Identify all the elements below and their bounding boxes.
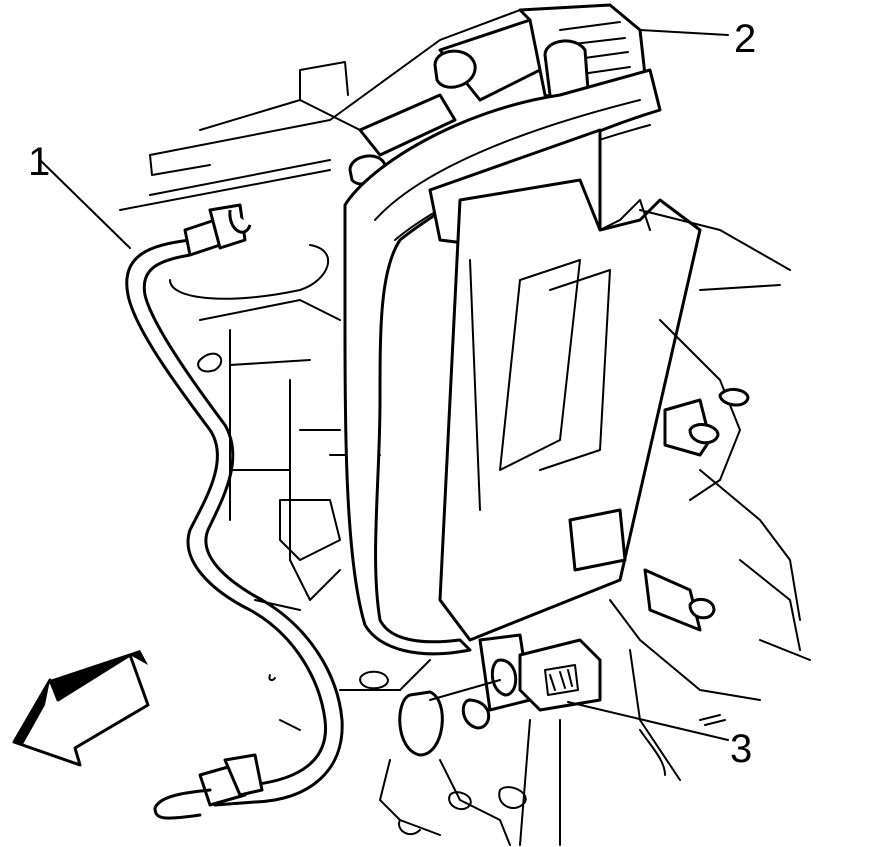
callout-1: 1	[28, 140, 50, 184]
callout-3: 3	[730, 727, 752, 771]
leader-line-3	[567, 701, 729, 741]
front-direction-arrow-icon	[12, 650, 150, 767]
top-actuator-assembly	[299, 3, 647, 186]
leader-lines	[39, 29, 729, 741]
intake-plenum	[343, 68, 791, 656]
right-engine-parts	[609, 319, 811, 781]
leader-line-2	[639, 29, 729, 36]
callout-2: 2	[734, 17, 756, 61]
vacuum-hose	[125, 203, 344, 820]
leader-line-1	[39, 159, 131, 249]
lower-throttle-body-area	[279, 633, 602, 846]
